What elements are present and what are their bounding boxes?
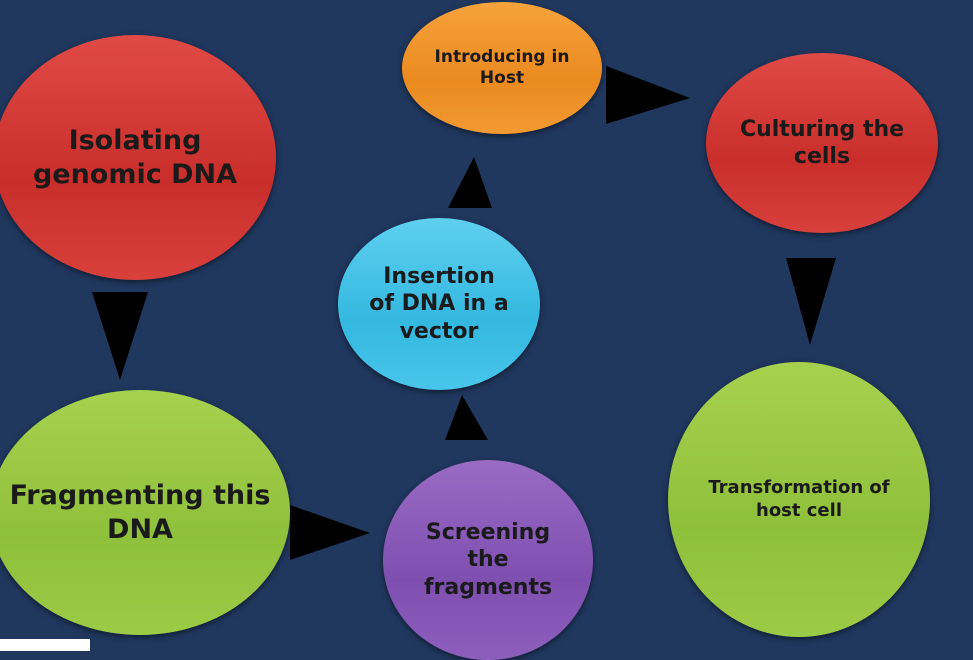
arrow-isolating-to-fragmenting — [92, 292, 148, 380]
node-culturing-label: Culturing the cells — [739, 116, 905, 170]
node-insertion-label: Insertion of DNA in a vector — [369, 263, 509, 344]
arrow-screening-to-insertion — [445, 395, 488, 440]
node-screening-the-fragments: Screening the fragments — [383, 460, 593, 660]
node-introducing-label: Introducing in Host — [434, 46, 570, 88]
node-isolating-genomic-dna: Isolating genomic DNA — [0, 35, 276, 280]
arrow-culturing-to-transformation — [786, 258, 836, 345]
node-introducing-in-host: Introducing in Host — [402, 2, 602, 134]
node-isolating-label: Isolating genomic DNA — [32, 124, 238, 190]
arrow-fragmenting-to-screening — [290, 505, 370, 560]
arrow-introducing-to-culturing — [606, 66, 690, 124]
arrow-insertion-to-introducing — [448, 157, 492, 208]
node-culturing-the-cells: Culturing the cells — [706, 53, 938, 233]
node-transformation-of-host-cell: Transformation of host cell — [668, 362, 930, 637]
corner-strip — [0, 639, 90, 651]
node-fragmenting-this-dna: Fragmenting this DNA — [0, 390, 290, 635]
node-insertion-of-dna: Insertion of DNA in a vector — [338, 218, 540, 390]
node-transformation-label: Transformation of host cell — [708, 477, 890, 521]
node-screening-label: Screening the fragments — [423, 519, 553, 600]
node-fragmenting-label: Fragmenting this DNA — [9, 479, 271, 545]
